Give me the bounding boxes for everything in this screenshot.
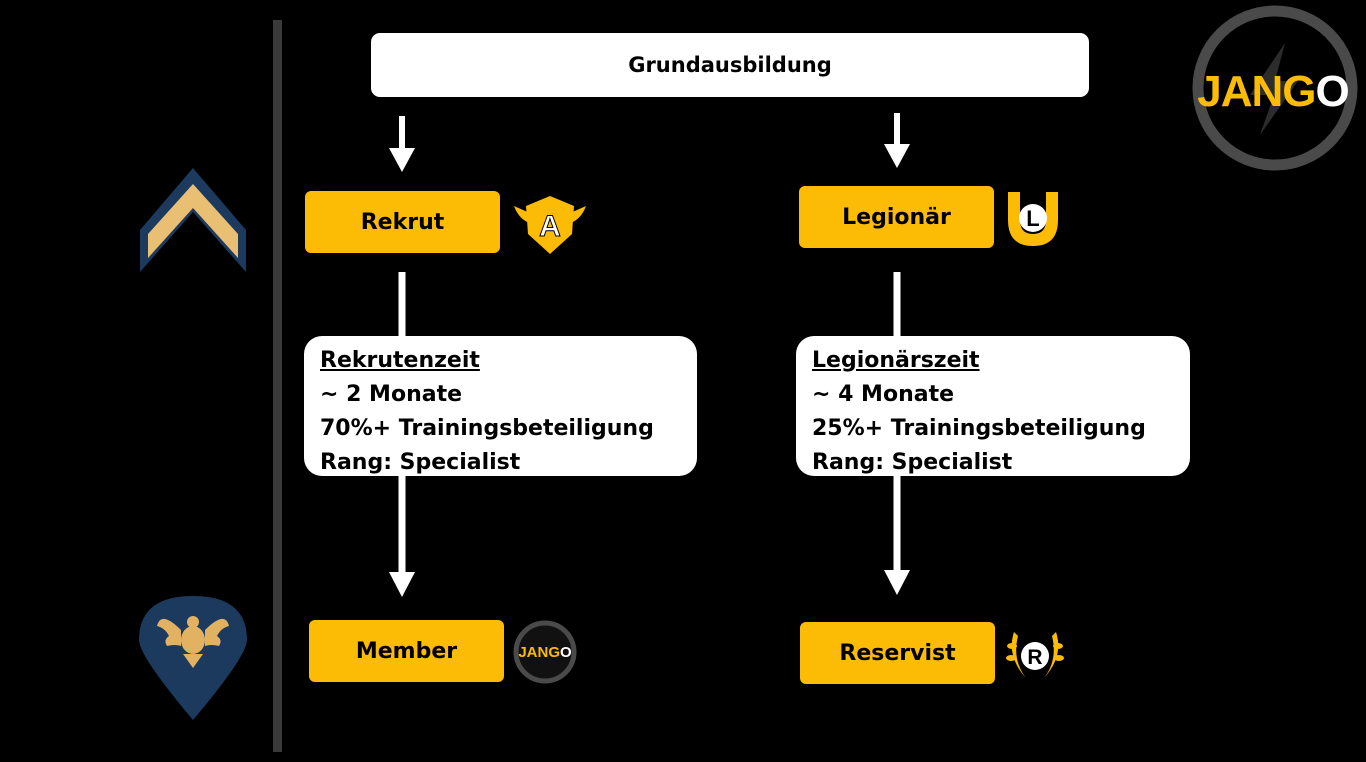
horseshoe-badge-icon: L [1002, 188, 1064, 252]
jango-logo: JANGO [1190, 3, 1360, 173]
member-box: Member [309, 620, 504, 682]
legionaer-info-title: Legionärszeit [812, 348, 980, 373]
member-badge-icon: JANGO [512, 619, 578, 685]
svg-text:JANGO: JANGO [518, 644, 572, 661]
chevron-rank-icon [138, 168, 248, 274]
legionaer-info-box: Legionärszeit ~ 4 Monate 25%+ Trainingsb… [796, 336, 1190, 476]
vertical-divider [273, 20, 282, 752]
legionaer-info-participation: 25%+ Trainingsbeteiligung [812, 416, 1146, 441]
arrow-left-top [389, 116, 415, 172]
legionaer-label: Legionär [842, 204, 951, 230]
rekrut-info-participation: 70%+ Trainingsbeteiligung [320, 416, 654, 441]
legionaer-info-duration: ~ 4 Monate [812, 382, 955, 407]
rekrut-info-box: Rekrutenzeit ~ 2 Monate 70%+ Trainingsbe… [304, 336, 697, 476]
member-badge-text: JANG [518, 644, 560, 661]
logo-text-main: JANG [1197, 67, 1315, 116]
basic-training-label: Grundausbildung [628, 53, 832, 77]
reservist-label: Reservist [839, 640, 956, 666]
eagle-rank-icon [139, 596, 247, 720]
rekrut-badge-letter: A [539, 210, 561, 243]
rekrut-box: Rekrut [305, 191, 500, 253]
logo-text-o: O [1316, 67, 1349, 116]
reservist-badge-letter: R [1027, 646, 1042, 669]
member-label: Member [355, 638, 458, 664]
rekrut-info-rank: Rang: Specialist [320, 450, 521, 475]
laurel-badge-icon: R [1002, 620, 1068, 686]
rekrut-badge-icon: A [510, 194, 590, 256]
legionaer-box: Legionär [799, 186, 994, 248]
rekrut-info-duration: ~ 2 Monate [320, 382, 463, 407]
legionaer-info-rank: Rang: Specialist [812, 450, 1013, 475]
arrow-right-top [884, 113, 910, 168]
legionaer-badge-letter: L [1026, 206, 1039, 231]
member-badge-o: O [560, 644, 572, 661]
svg-text:JANGO: JANGO [1197, 67, 1348, 116]
basic-training-box: Grundausbildung [371, 33, 1089, 97]
rekrut-label: Rekrut [360, 209, 445, 235]
rekrut-info-title: Rekrutenzeit [320, 348, 480, 373]
reservist-box: Reservist [800, 622, 995, 684]
